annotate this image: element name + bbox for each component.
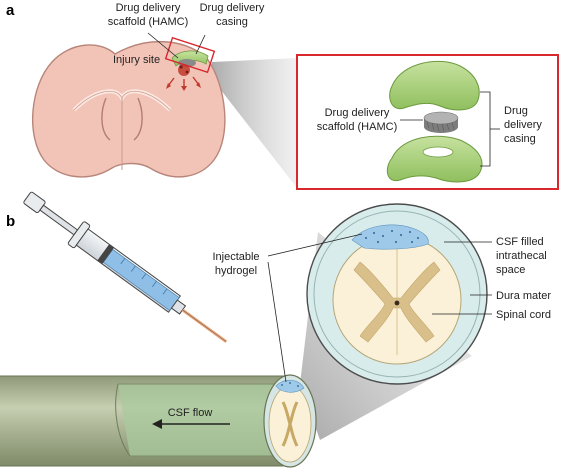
hydrogel-pointer-2 bbox=[267, 261, 287, 383]
brain-section bbox=[32, 41, 226, 178]
csf-flow-label: CSF flow bbox=[168, 407, 213, 419]
hydrogel-label-2: hydrogel bbox=[215, 265, 257, 277]
scaffold-label-box-1: Drug delivery bbox=[325, 107, 390, 119]
injury-site-label: Injury site bbox=[113, 54, 160, 66]
panel-b-letter: b bbox=[6, 213, 15, 230]
upper-casing bbox=[389, 60, 480, 111]
casing-label-right-3: casing bbox=[504, 133, 536, 145]
casing-label-top-2: casing bbox=[216, 16, 248, 28]
injury-implant bbox=[164, 36, 216, 91]
casing-label-right-1: Drug bbox=[504, 105, 528, 117]
hydrogel-pointer-1 bbox=[267, 233, 363, 257]
scaffold-label-top-1: Drug delivery bbox=[116, 2, 181, 14]
casing-label-right-2: delivery bbox=[504, 119, 542, 131]
tube-cross-section bbox=[263, 374, 317, 468]
csf-space-label-2: intrathecal bbox=[496, 250, 547, 262]
syringe bbox=[23, 191, 228, 343]
zoom-shadow-a bbox=[210, 58, 297, 188]
hamc-scaffold-disc bbox=[423, 111, 459, 133]
csf-space-label-1: CSF filled bbox=[496, 236, 544, 248]
panel-a-letter: a bbox=[6, 2, 15, 19]
hydrogel-label-1: Injectable bbox=[212, 251, 259, 263]
spinal-cord-cross-section bbox=[306, 203, 488, 385]
scaffold-label-box-2: scaffold (HAMC) bbox=[317, 121, 397, 133]
scaffold-label-top-2: scaffold (HAMC) bbox=[108, 16, 188, 28]
dura-label: Dura mater bbox=[496, 290, 551, 302]
casing-label-top-1: Drug delivery bbox=[200, 2, 265, 14]
casing-pointer-a bbox=[195, 34, 206, 55]
spinal-column-tube bbox=[0, 375, 292, 467]
spinal-cord-label: Spinal cord bbox=[496, 309, 551, 321]
csf-space-label-3: space bbox=[496, 264, 525, 276]
scaffold-pointer-a bbox=[147, 32, 179, 59]
lower-casing bbox=[386, 135, 483, 183]
